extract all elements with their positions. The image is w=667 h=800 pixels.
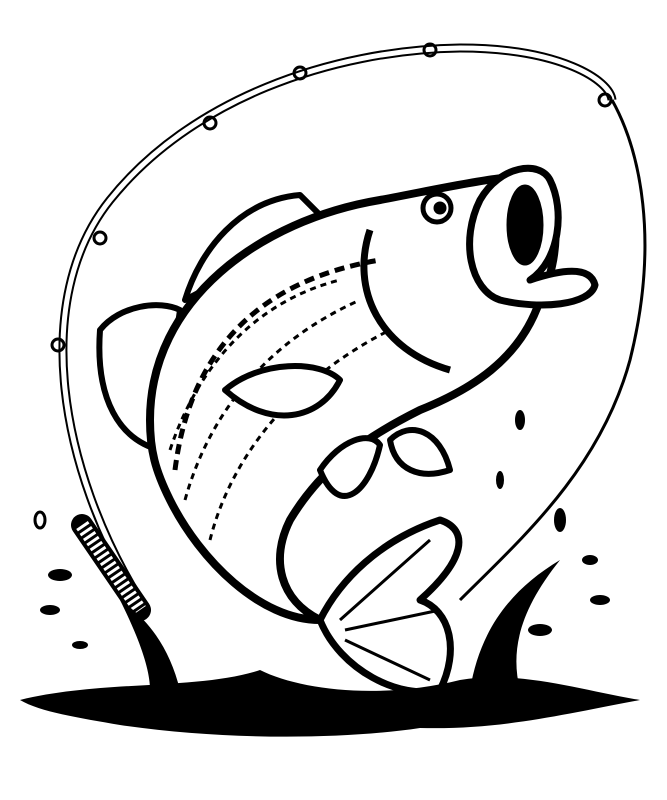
pelvic-fin — [317, 435, 383, 499]
pectoral-fin — [222, 363, 343, 419]
fishing-rod — [50, 42, 647, 621]
bass-fish — [96, 164, 599, 696]
lateral-line — [172, 257, 381, 471]
fish-body — [146, 172, 560, 624]
anal-fin — [387, 427, 453, 477]
gill-cover — [360, 228, 451, 374]
water-splash — [20, 410, 640, 737]
rod-guides — [50, 42, 613, 353]
tail-fin — [316, 516, 463, 696]
